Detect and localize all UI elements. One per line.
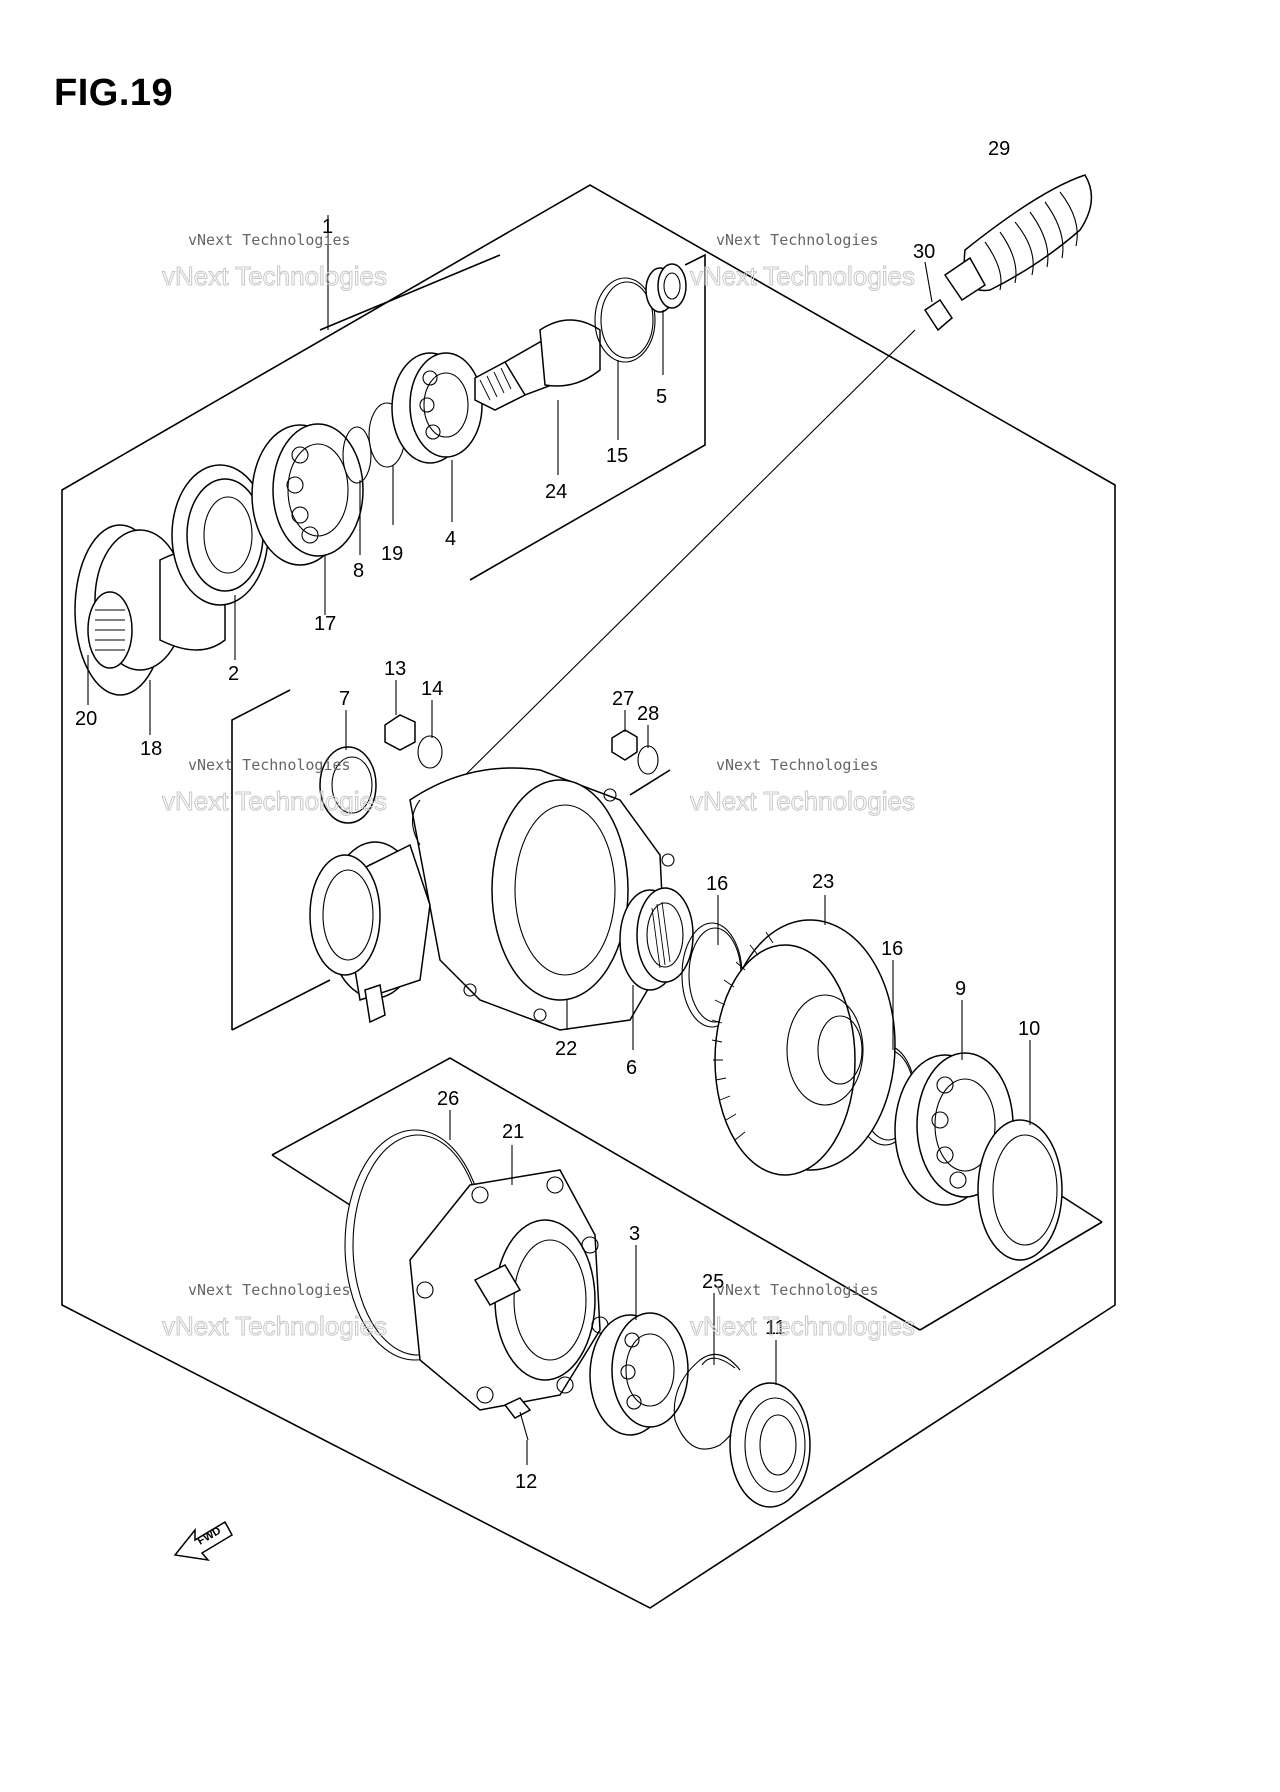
- callout-16b: 16: [881, 938, 903, 960]
- clamp-30: [923, 261, 953, 332]
- callout-30: 30: [913, 241, 935, 263]
- oil-seal-11: [729, 1382, 811, 1508]
- watermark-text: vNext Technologies: [162, 261, 387, 291]
- leader-lines: [87, 310, 1031, 1465]
- watermark-text: vNext Technologies: [188, 231, 351, 249]
- callout-9: 9: [955, 978, 966, 1000]
- callout-5: 5: [656, 386, 667, 408]
- bushing-5: [645, 263, 687, 313]
- watermark-text: vNext Technologies: [716, 756, 879, 774]
- callout-3: 3: [629, 1223, 640, 1245]
- needle-bearing-6: [619, 887, 694, 991]
- callout-13: 13: [384, 658, 406, 680]
- pinion-shaft-24: [474, 319, 601, 411]
- watermark-text: vNext Technologies: [690, 1311, 915, 1341]
- callout-10: 10: [1018, 1018, 1040, 1040]
- callout-25: 25: [702, 1271, 724, 1293]
- bearing-17: [251, 423, 364, 566]
- outer-frame: [61, 184, 1116, 1609]
- plug-27: [611, 729, 638, 761]
- circlip-8: [342, 426, 372, 484]
- plug-13: [384, 714, 416, 751]
- watermark-text: vNext Technologies: [716, 1281, 879, 1299]
- fwd-arrow-icon: FWD: [173, 1520, 233, 1562]
- callout-6: 6: [626, 1057, 637, 1079]
- callout-18: 18: [140, 738, 162, 760]
- callout-24: 24: [545, 481, 567, 503]
- callout-22: 22: [555, 1038, 577, 1060]
- callout-29: 29: [988, 138, 1010, 160]
- callout-1: 1: [322, 216, 333, 238]
- watermark-text: vNext Technologies: [690, 786, 915, 816]
- watermark-text: vNext Technologies: [188, 1281, 351, 1299]
- callout-4: 4: [445, 528, 456, 550]
- callout-17: 17: [314, 613, 336, 635]
- bevel-gear-23: [711, 919, 896, 1176]
- callout-23: 23: [812, 871, 834, 893]
- callout-20: 20: [75, 708, 97, 730]
- figure-title: FIG.19: [54, 72, 174, 114]
- oil-seal-2: [171, 464, 269, 606]
- case-cover-21: [409, 1169, 609, 1411]
- flange-18-20: [74, 524, 226, 696]
- callout-27: 27: [612, 688, 634, 710]
- o-ring-15: [594, 277, 656, 363]
- callout-19: 19: [381, 543, 403, 565]
- bearing-3: [589, 1312, 689, 1436]
- boot-29: [943, 174, 1093, 302]
- callout-14: 14: [421, 678, 443, 700]
- bolt-12: [503, 1397, 532, 1441]
- callout-numbers: 1 2 3 4 5 6 7 8 9 10 11 12 13 14 15 16 1…: [75, 138, 1040, 1493]
- seal-7: [319, 746, 377, 824]
- washer-14: [417, 735, 443, 769]
- upper-group-frame: [319, 254, 501, 331]
- watermarks: vNext Technologies vNext Technologies vN…: [162, 231, 916, 1342]
- callout-16a: 16: [706, 873, 728, 895]
- callout-26: 26: [437, 1088, 459, 1110]
- watermark-text: vNext Technologies: [162, 1311, 387, 1341]
- callout-2: 2: [228, 663, 239, 685]
- washer-28: [637, 745, 659, 775]
- callout-28: 28: [637, 703, 659, 725]
- callout-15: 15: [606, 445, 628, 467]
- bearing-4: [391, 352, 483, 464]
- oil-seal-10: [977, 1119, 1063, 1261]
- lower-group-frame: [271, 1057, 921, 1331]
- gear-case-22: [309, 767, 675, 1031]
- callout-11: 11: [765, 1317, 786, 1339]
- callout-21: 21: [502, 1121, 524, 1143]
- watermark-text: vNext Technologies: [162, 786, 387, 816]
- callout-7: 7: [339, 688, 350, 710]
- watermark-text: vNext Technologies: [690, 261, 915, 291]
- callout-12: 12: [515, 1471, 537, 1493]
- middle-group-frame: [231, 689, 291, 1030]
- watermark-text: vNext Technologies: [188, 756, 351, 774]
- callout-8: 8: [353, 560, 364, 582]
- watermark-text: vNext Technologies: [716, 231, 879, 249]
